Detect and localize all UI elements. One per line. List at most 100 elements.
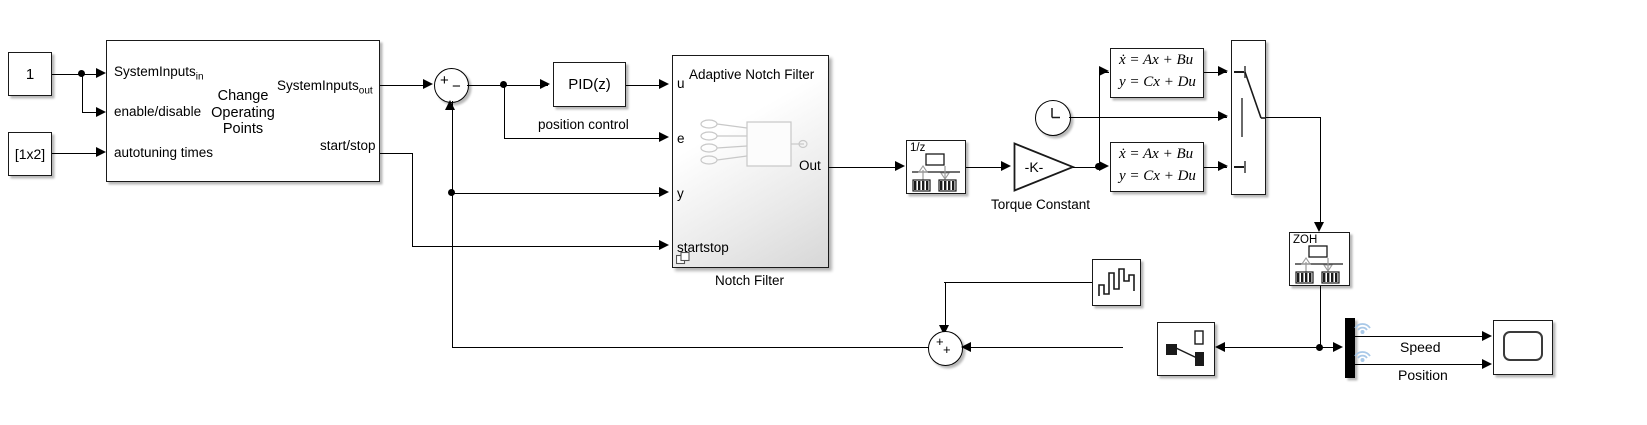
torque-constant-gain-label: -K- (1024, 159, 1044, 175)
subsystem-corner-icon (676, 252, 690, 265)
arrow-sum-bottom-input (445, 100, 455, 110)
arrow-notch-startstop (659, 240, 669, 250)
port-text-out: SystemInputs (277, 78, 359, 93)
pid-controller-block[interactable]: PID(z) (553, 62, 626, 107)
state-space-top-line1: ẋ = Ax + Bu (1119, 52, 1194, 68)
port-label-autotuning-times: autotuning times (114, 145, 214, 160)
wire-startstop-h2 (411, 245, 662, 247)
arrow-notch-y (659, 187, 669, 197)
wire-switch-out-h (1266, 116, 1321, 118)
sum-feedback-sign-1: + (936, 334, 944, 349)
wire-const1-branch-v (81, 73, 83, 113)
junction-torque-signal (1095, 163, 1102, 170)
torque-constant-caption: Torque Constant (991, 197, 1091, 212)
wire-demux-position (1355, 364, 1486, 365)
notch-port-out: Out (799, 158, 821, 173)
port-label-systeminputs-in: SystemInputsin (114, 64, 204, 83)
sum-sign-plus: + (440, 72, 449, 89)
wire-noise-out (944, 281, 1092, 283)
unit-delay-label: 1/z (910, 142, 926, 154)
notch-filter-inner-icon (700, 119, 808, 167)
cop-name-line3: Points (222, 121, 264, 138)
wire-feedback-trunk (451, 101, 453, 347)
scope-screen-icon (1503, 331, 1543, 361)
arrow-sum-feedback-right (961, 342, 971, 352)
wire-clock-to-switch (1069, 116, 1227, 118)
wire-error-branch-v (503, 84, 505, 138)
constant-matrix-label: [1x2] (14, 146, 46, 162)
port-text: SystemInputs (114, 64, 196, 79)
arrow-switch-control (1218, 111, 1228, 121)
rate-transition-icon (912, 153, 960, 192)
port-subscript: in (195, 71, 204, 83)
wire-feedback-to-notch-y (451, 192, 662, 194)
arrow-scope-input-position (1482, 358, 1492, 369)
demux-label-position: Position (1398, 367, 1448, 383)
signal-broadcast-icon-position (1354, 351, 1371, 362)
arrow-enable-disable (96, 106, 106, 117)
wire-zoh-down (1319, 286, 1321, 347)
port-label-enable-disable: enable/disable (114, 104, 202, 119)
arrow-statespace-top-input (1099, 66, 1109, 76)
zoh-rate-transition-icon (1295, 245, 1343, 284)
wire-pid-to-notch-u (626, 84, 662, 86)
state-space-bottom-line2: y = Cx + Du (1119, 168, 1196, 184)
arrow-notch-u (659, 79, 669, 89)
port-label-start-stop: start/stop (320, 138, 376, 153)
arrow-scope-input-speed (1482, 330, 1492, 341)
arrow-gain-input (1001, 161, 1011, 171)
wire-startstop-v (411, 152, 413, 246)
constant-one-block[interactable]: 1 (8, 52, 52, 96)
change-operating-points-name: Change Operating Points (196, 85, 290, 141)
wire-sysout-to-sum (380, 84, 426, 86)
arrow-zoh-input (1314, 222, 1324, 232)
change-operating-points-block[interactable] (106, 40, 380, 182)
state-space-bottom-line1: ẋ = Ax + Bu (1119, 146, 1194, 162)
cop-name-line1: Change (217, 87, 269, 104)
wire-switch-out-v (1319, 116, 1321, 225)
wire-bus-to-saturation (1225, 347, 1320, 348)
port-subscript-out: out (358, 85, 373, 97)
demux-block[interactable] (1345, 318, 1355, 378)
torque-constant-gain-block[interactable] (1013, 142, 1075, 192)
pid-caption: position control (538, 117, 629, 132)
arrow-statespace-bottom-input (1099, 161, 1109, 171)
notch-filter-title: Adaptive Notch Filter (689, 67, 815, 82)
notch-port-y: y (677, 186, 684, 201)
noise-source-block[interactable] (1092, 259, 1141, 306)
arrow-sysinputs-in (96, 68, 106, 78)
constant-matrix-block[interactable]: [1x2] (8, 132, 52, 176)
wire-torque-branch-v (1098, 71, 1100, 167)
state-space-bottom-block[interactable] (1110, 142, 1204, 192)
wire-feedback-bus-left (451, 347, 929, 348)
wire-sat-to-sumfb (971, 347, 1123, 348)
arrow-saturation-input (1215, 342, 1225, 352)
state-space-top-line2: y = Cx + Du (1119, 74, 1196, 90)
notch-port-u: u (677, 76, 685, 91)
signal-broadcast-icon-speed (1354, 323, 1371, 334)
pid-label: PID(z) (568, 76, 611, 93)
notch-port-e: e (677, 131, 685, 146)
zoh-label: ZOH (1293, 234, 1318, 246)
arrow-sum-feedback-top (939, 325, 949, 335)
arrow-sum-left-input (423, 79, 433, 89)
wire-bus-to-demux (1319, 347, 1339, 348)
wire-matrix-to-autotune (52, 152, 98, 154)
sum-junction-error[interactable] (434, 68, 469, 103)
wire-notch-to-delay (829, 166, 899, 168)
notch-filter-caption: Notch Filter (715, 273, 785, 288)
cop-name-line2: Operating (211, 104, 275, 121)
state-space-top-block[interactable] (1110, 48, 1204, 98)
clock-block[interactable] (1035, 100, 1071, 136)
wire-startstop-h1 (380, 152, 413, 154)
saturation-icon (1166, 330, 1204, 366)
wire-enable-disable (81, 112, 99, 113)
wire-const1-to-sysin (84, 73, 98, 75)
demux-label-speed: Speed (1400, 339, 1441, 355)
sum-sign-minus: − (452, 78, 461, 95)
clock-hands-icon (1051, 108, 1060, 119)
band-limited-white-noise-icon (1098, 268, 1135, 296)
wire-error-to-notch-e (503, 137, 662, 139)
port-label-systeminputs-out: SystemInputsout (277, 78, 373, 97)
